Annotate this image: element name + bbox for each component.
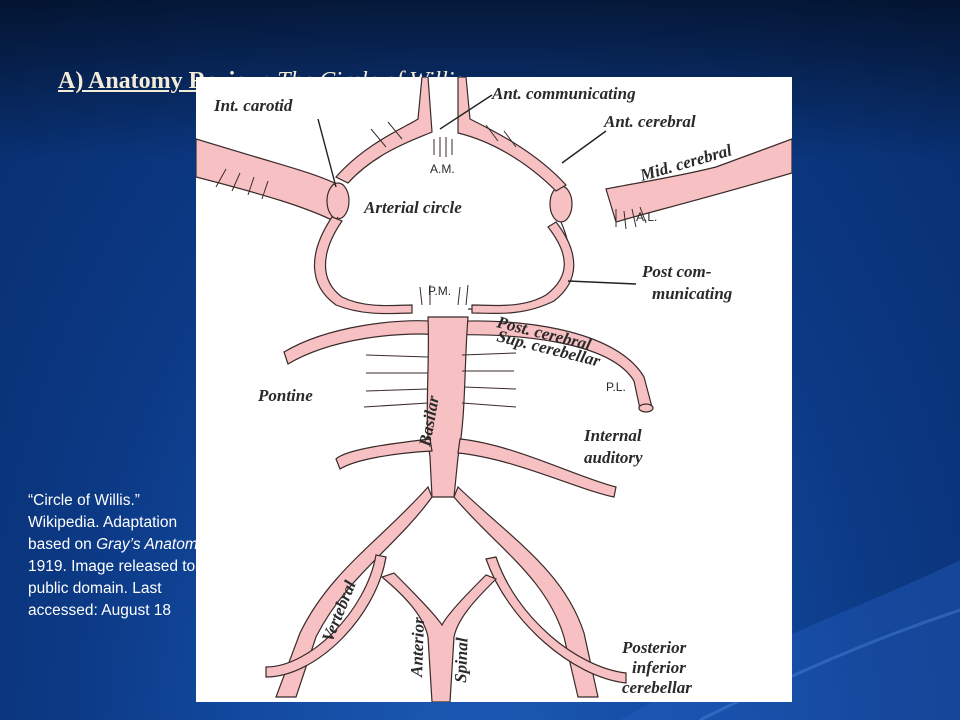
label-ant-communicating: Ant. communicating xyxy=(491,84,636,103)
circle-of-willis-figure: Int. carotid Ant. communicating Ant. cer… xyxy=(196,77,792,702)
label-posterior-inferior-1: Posterior xyxy=(621,638,687,657)
label-posterior-inferior-3: cerebellar xyxy=(622,678,692,697)
post-communicating-pointer xyxy=(567,280,637,285)
caption-line-4: 1919. Image released to xyxy=(28,558,196,575)
label-am: A.M. xyxy=(430,162,455,176)
left-circle-wall xyxy=(313,216,413,315)
label-pm: P.M. xyxy=(428,284,451,298)
caption-line-3: based on Gray’s Anatomy xyxy=(28,534,228,556)
posterior-medial-branches xyxy=(419,284,469,306)
anterior-lateral-branches xyxy=(215,168,647,230)
citation-caption: “Circle of Willis.” Wikipedia. Adaptatio… xyxy=(28,490,228,622)
anterior-medial-branches xyxy=(370,121,517,157)
ant-cerebral-pointer xyxy=(561,130,607,164)
label-internal-auditory-1: Internal xyxy=(583,426,642,445)
left-carotid-vessel xyxy=(196,138,347,223)
right-circle-wall xyxy=(471,221,575,315)
label-pl: P.L. xyxy=(606,380,626,394)
right-pca-cut xyxy=(638,403,654,413)
anterior-cerebral-vessels-right xyxy=(457,77,567,192)
label-internal-auditory-2: auditory xyxy=(584,448,643,467)
caption-book-title: Gray’s Anatomy xyxy=(96,536,206,553)
label-posterior-inferior-2: inferior xyxy=(632,658,686,677)
label-int-carotid: Int. carotid xyxy=(213,96,293,115)
caption-line-6: accessed: August 18 xyxy=(28,602,172,619)
anterior-cerebral-vessels xyxy=(335,77,433,184)
label-ant-cerebral: Ant. cerebral xyxy=(603,112,696,131)
right-carotid-cut xyxy=(549,185,573,223)
caption-line-5: public domain. Last xyxy=(28,580,162,597)
caption-line-3-text: based on xyxy=(28,536,97,553)
label-arterial-circle: Arterial circle xyxy=(363,198,462,217)
label-post-com-1: Post com- xyxy=(641,262,712,281)
left-posterior-cerebral xyxy=(283,320,447,365)
pontine-branches xyxy=(363,352,517,408)
circle-of-willis-diagram: Int. carotid Ant. communicating Ant. cer… xyxy=(196,77,792,702)
label-spinal: Spinal xyxy=(451,637,472,683)
ant-inferior-cerebellar-left xyxy=(335,438,433,470)
label-anterior: Anterior xyxy=(407,617,428,679)
label-pontine: Pontine xyxy=(257,386,313,405)
caption-line-2: Wikipedia. Adaptation xyxy=(28,514,178,531)
left-pica xyxy=(265,554,387,678)
label-al: A.L. xyxy=(636,210,657,224)
right-pica xyxy=(485,556,627,684)
caption-line-1: “Circle of Willis.” xyxy=(28,492,140,509)
left-carotid-cut xyxy=(326,182,350,220)
ant-communicating-pointer xyxy=(439,94,493,130)
anterior-spinal-artery xyxy=(380,572,498,702)
ant-inferior-cerebellar-right xyxy=(457,438,617,498)
int-carotid-pointer xyxy=(317,118,337,188)
label-post-com-2: municating xyxy=(652,284,733,303)
